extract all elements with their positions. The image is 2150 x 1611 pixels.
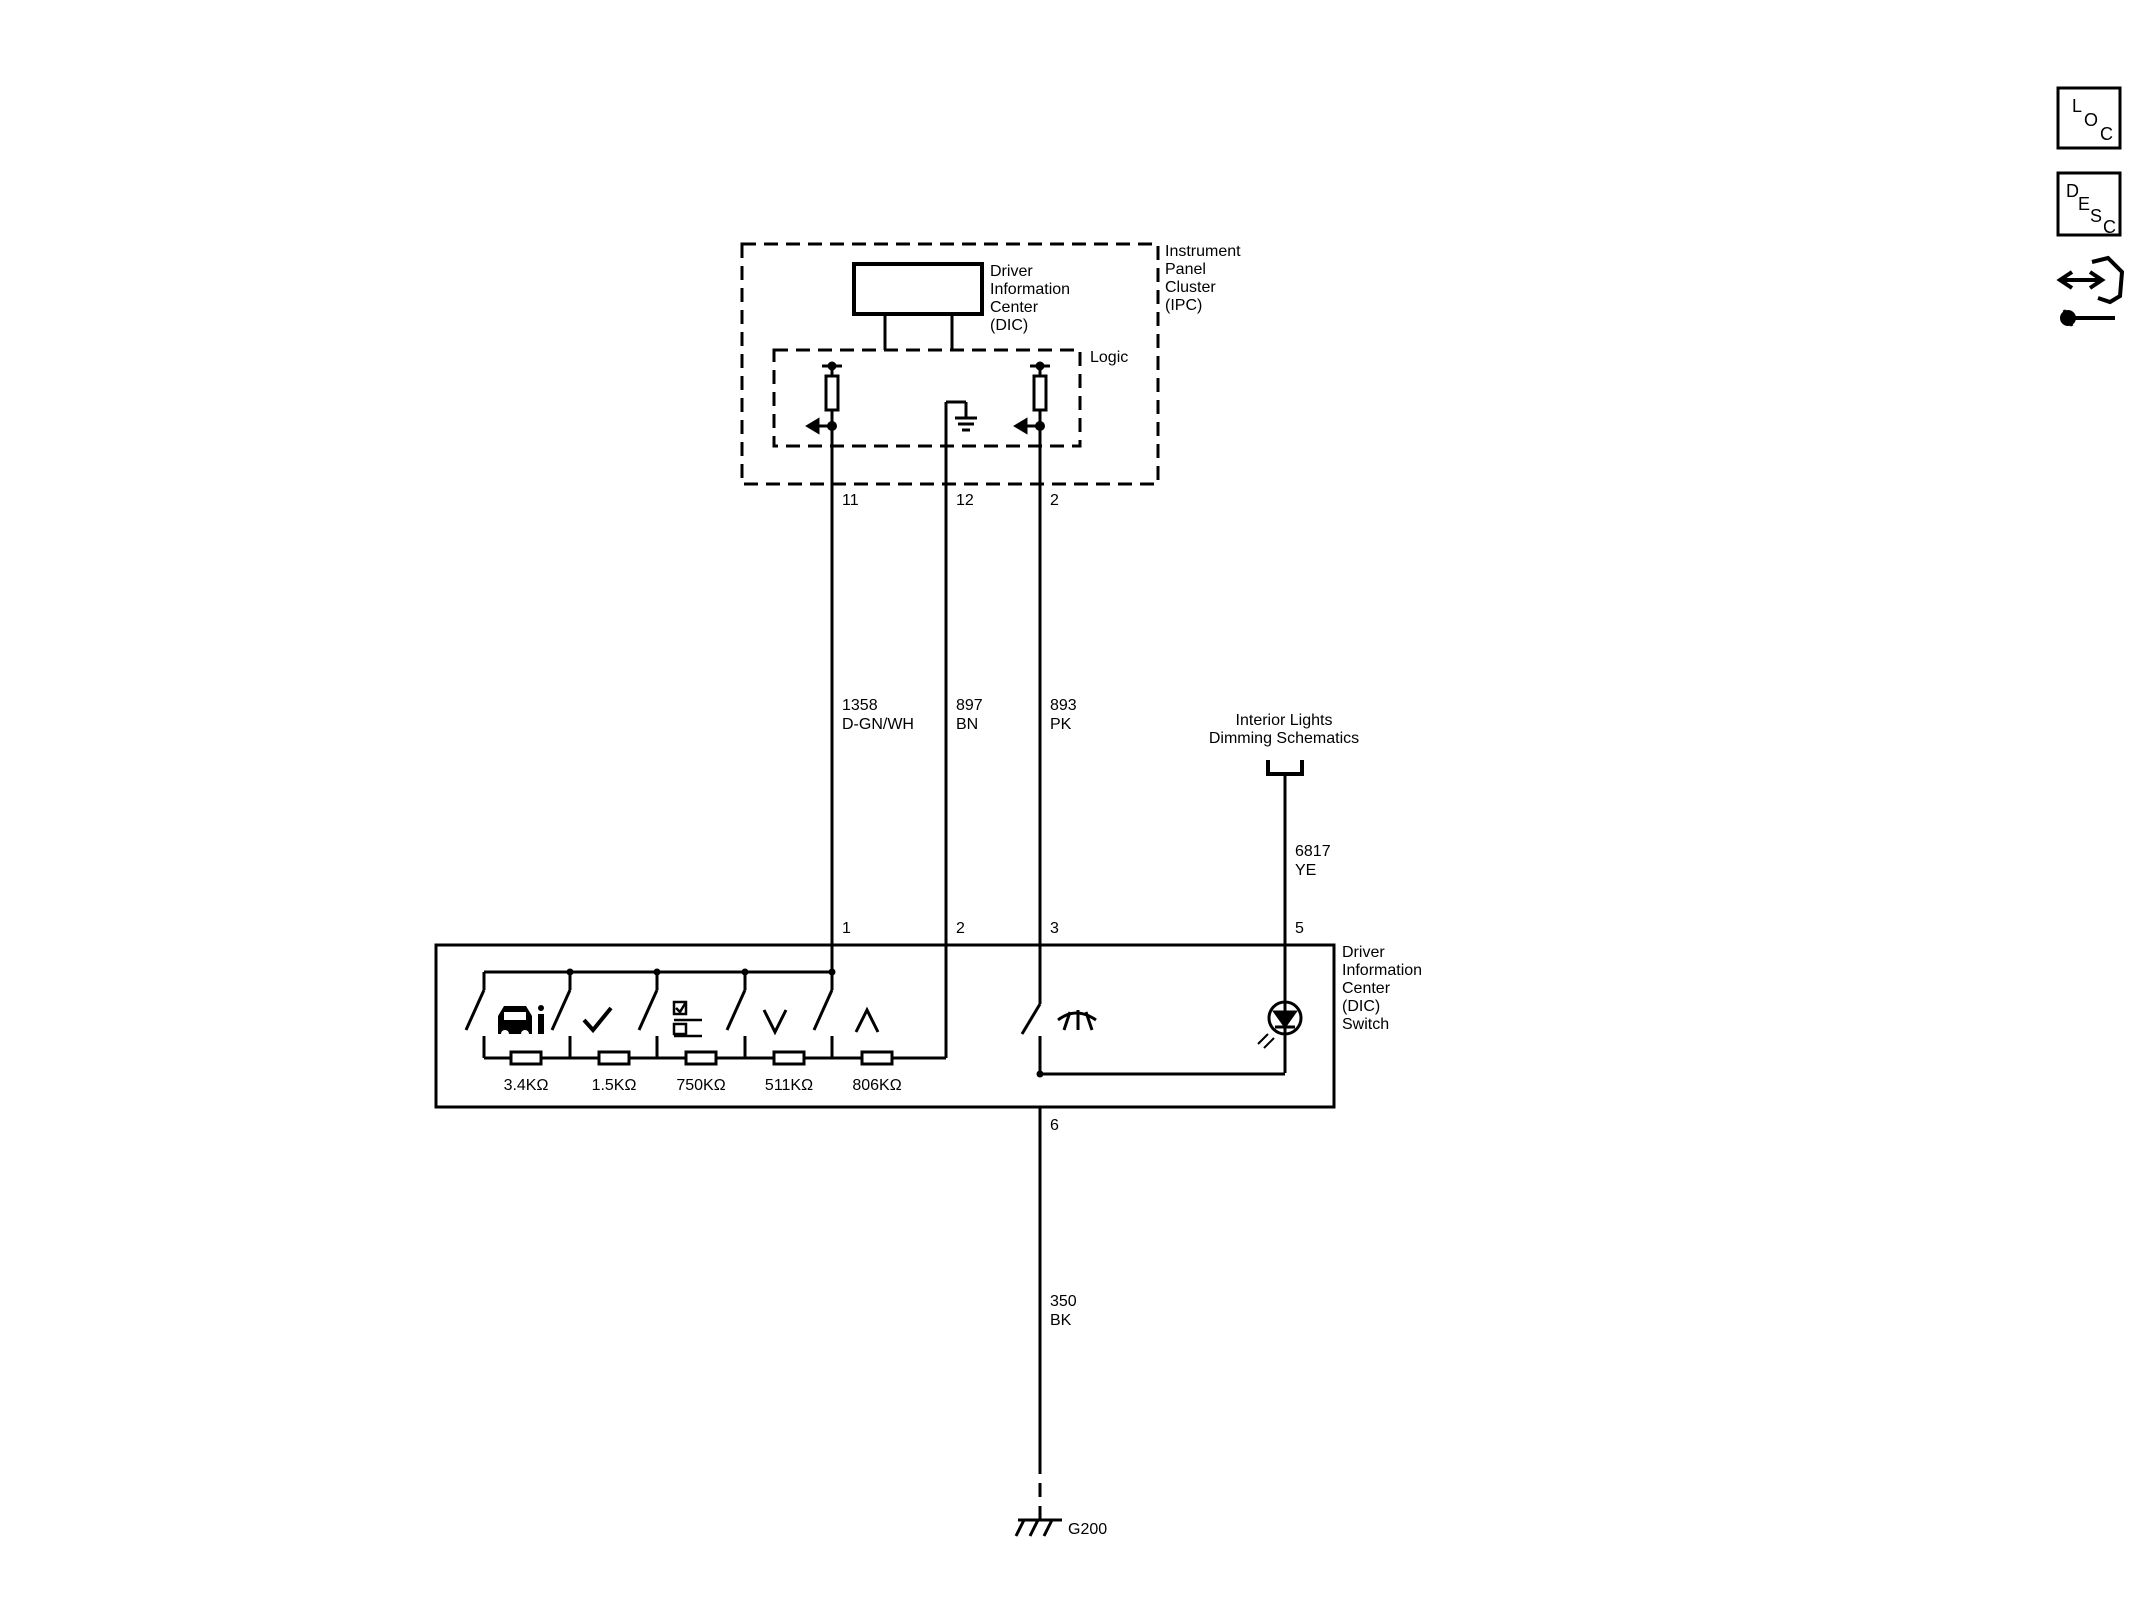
ipc-label: Instrument Panel Cluster (IPC) (1165, 243, 1245, 314)
dic-display-label: Driver Information Center (DIC) (990, 263, 1075, 334)
resistor-3 (684, 1050, 718, 1066)
resistor-label-3: 750KΩ (676, 1077, 725, 1094)
dic-switch-module: Driver Information Center (DIC) Switch 1… (434, 920, 1427, 1134)
svg-text:O: O (2084, 110, 2098, 130)
svg-text:C: C (2100, 124, 2113, 144)
led-icon (1257, 1000, 1303, 1049)
resistor-label-5: 806KΩ (852, 1077, 901, 1094)
wire-1358-label: 1358 D-GN/WH (842, 697, 914, 733)
resistor-1 (509, 1050, 543, 1066)
wire-893-label: 893 PK (1050, 697, 1081, 733)
svg-text:Interior Lights: Interior Lights (1236, 712, 1333, 729)
pullup-resistor-left (805, 361, 842, 435)
resistor-4 (772, 1050, 806, 1066)
desc-button[interactable]: D E S C (2056, 171, 2122, 237)
pullup-resistor-right (1013, 361, 1050, 435)
down-arrow-icon (762, 1009, 788, 1036)
ipc-pin-12: 12 (956, 492, 974, 509)
dic-display (852, 262, 984, 316)
internal-ground-icon (944, 400, 977, 488)
dimmer-icon (1057, 1010, 1097, 1031)
resistor-label-1: 3.4KΩ (504, 1077, 549, 1094)
svg-text:E: E (2078, 194, 2090, 214)
connector-end-view-icon[interactable] (2056, 255, 2125, 327)
dimmer-switch[interactable] (1020, 995, 1042, 1074)
switch-pin-2: 2 (956, 920, 965, 937)
interior-lights-reference[interactable]: Interior Lights Dimming Schematics (1209, 712, 1359, 776)
wire-897-label: 897 BN (956, 697, 987, 733)
resistor-label-2: 1.5KΩ (592, 1077, 637, 1094)
ipc-module: Instrument Panel Cluster (IPC) Driver In… (740, 242, 1245, 509)
svg-text:L: L (2072, 96, 2082, 116)
vehicle-info-icon (498, 1005, 544, 1038)
wire-350-label: 350 BK (1050, 1293, 1081, 1329)
switch-pin-1: 1 (842, 920, 851, 937)
ground-g200-label: G200 (1068, 1521, 1107, 1538)
switch-pin-6: 6 (1050, 1117, 1059, 1134)
wire-6817-label: 6817 YE (1295, 843, 1335, 879)
ipc-pin-2: 2 (1050, 492, 1059, 509)
resistor-label-4: 511KΩ (765, 1077, 813, 1094)
svg-text:S: S (2090, 206, 2102, 226)
svg-text:D: D (2066, 181, 2079, 201)
switch-pin-5: 5 (1295, 920, 1304, 937)
resistor-2 (597, 1050, 631, 1066)
logic-label: Logic (1090, 349, 1128, 366)
resistor-5 (860, 1050, 894, 1066)
ground-g200-icon[interactable] (1014, 1518, 1062, 1537)
svg-text:C: C (2103, 217, 2116, 237)
checkbox-menu-icon (672, 1000, 702, 1038)
up-arrow-icon (854, 1006, 880, 1033)
loc-button[interactable]: L O C (2056, 86, 2122, 150)
dic-switch-label: Driver Information Center (DIC) Switch (1342, 944, 1427, 1033)
switch-pin-3: 3 (1050, 920, 1059, 937)
logic-box (772, 348, 1082, 448)
svg-text:Dimming Schematics: Dimming Schematics (1209, 730, 1359, 747)
check-icon (582, 1006, 613, 1034)
ipc-pin-11: 11 (842, 492, 859, 509)
